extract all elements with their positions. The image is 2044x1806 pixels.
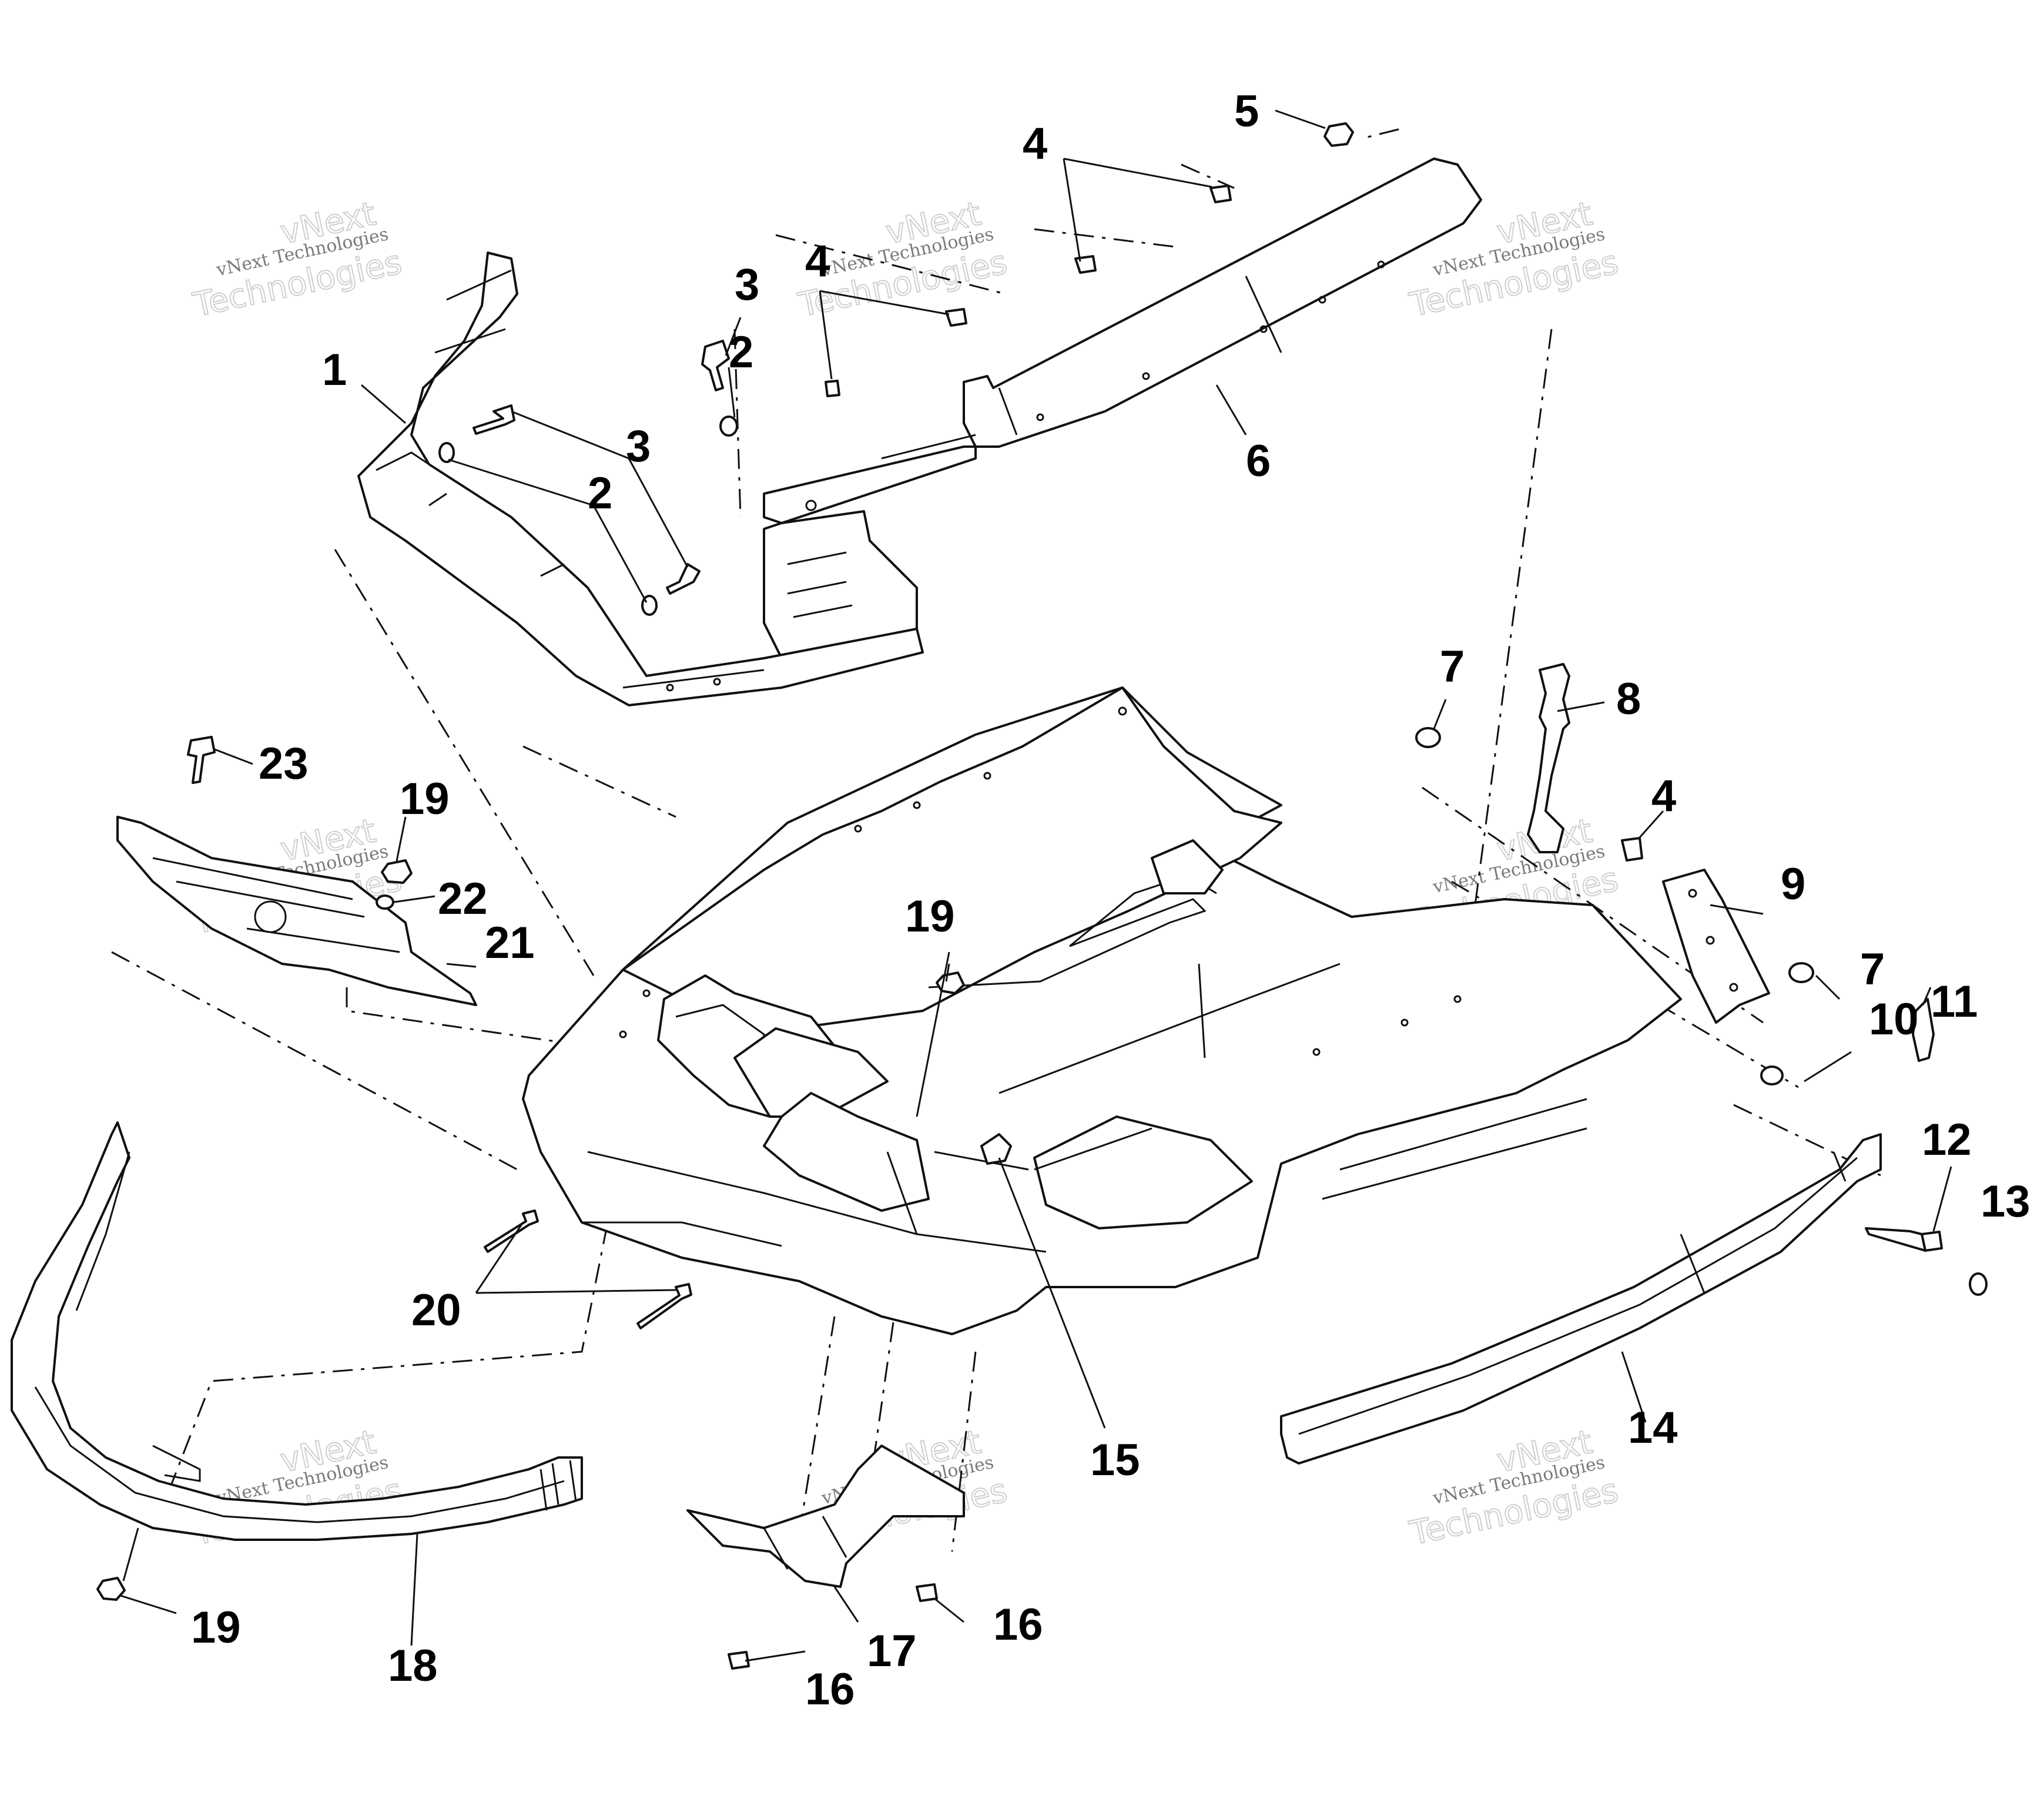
part-14-bumper-bar bbox=[1280, 1133, 1882, 1465]
callout-1: 1 bbox=[322, 345, 347, 395]
part-18-front-bumper bbox=[11, 1121, 583, 1541]
callout-15: 15 bbox=[1090, 1435, 1140, 1485]
callout-19: 19 bbox=[400, 774, 450, 824]
callout-3: 3 bbox=[626, 421, 651, 471]
main-chassis bbox=[522, 686, 1682, 1335]
callout-22: 22 bbox=[438, 874, 488, 924]
callout-19: 19 bbox=[905, 892, 955, 941]
callout-4: 4 bbox=[805, 236, 830, 286]
callout-14: 14 bbox=[1628, 1403, 1678, 1453]
callout-2: 2 bbox=[588, 468, 612, 518]
callout-6: 6 bbox=[1246, 436, 1271, 486]
part-21-side-panel bbox=[116, 816, 477, 1006]
callout-20: 20 bbox=[411, 1285, 461, 1335]
callout-3: 3 bbox=[735, 260, 759, 310]
callout-10: 10 bbox=[1869, 994, 1919, 1044]
callout-21: 21 bbox=[485, 918, 535, 968]
callout-7: 7 bbox=[1440, 642, 1465, 692]
part-6-upper-bracket bbox=[763, 158, 1482, 659]
callout-9: 9 bbox=[1781, 859, 1805, 909]
watermark: vNext vNext Technologies Technologies bbox=[1406, 1422, 1622, 1553]
part-17-skid-plate bbox=[686, 1445, 965, 1588]
callout-23: 23 bbox=[259, 739, 309, 789]
callout-labels: 1 2 2 3 3 4 4 4 5 6 7 7 8 9 10 11 12 13 … bbox=[191, 86, 2030, 1714]
callout-4: 4 bbox=[1651, 771, 1676, 821]
callout-19: 19 bbox=[191, 1603, 241, 1653]
callout-13: 13 bbox=[1981, 1177, 2030, 1227]
callout-5: 5 bbox=[1234, 86, 1259, 136]
callout-12: 12 bbox=[1922, 1115, 1972, 1165]
hardware-fasteners bbox=[96, 122, 1988, 1670]
callout-16: 16 bbox=[805, 1664, 855, 1714]
watermark: vNext vNext Technologies Technologies bbox=[189, 194, 406, 325]
callout-17: 17 bbox=[867, 1626, 917, 1676]
part-9-mount-bracket bbox=[1662, 869, 1770, 1024]
callout-4: 4 bbox=[1023, 119, 1047, 169]
callout-7: 7 bbox=[1860, 944, 1885, 994]
callout-2: 2 bbox=[729, 327, 753, 377]
callout-8: 8 bbox=[1616, 674, 1641, 724]
part-1-upper-bracket bbox=[357, 252, 924, 706]
callout-16: 16 bbox=[993, 1600, 1043, 1650]
callout-11: 11 bbox=[1931, 977, 1978, 1027]
callout-18: 18 bbox=[388, 1641, 438, 1691]
leader-lines bbox=[120, 109, 1952, 1662]
